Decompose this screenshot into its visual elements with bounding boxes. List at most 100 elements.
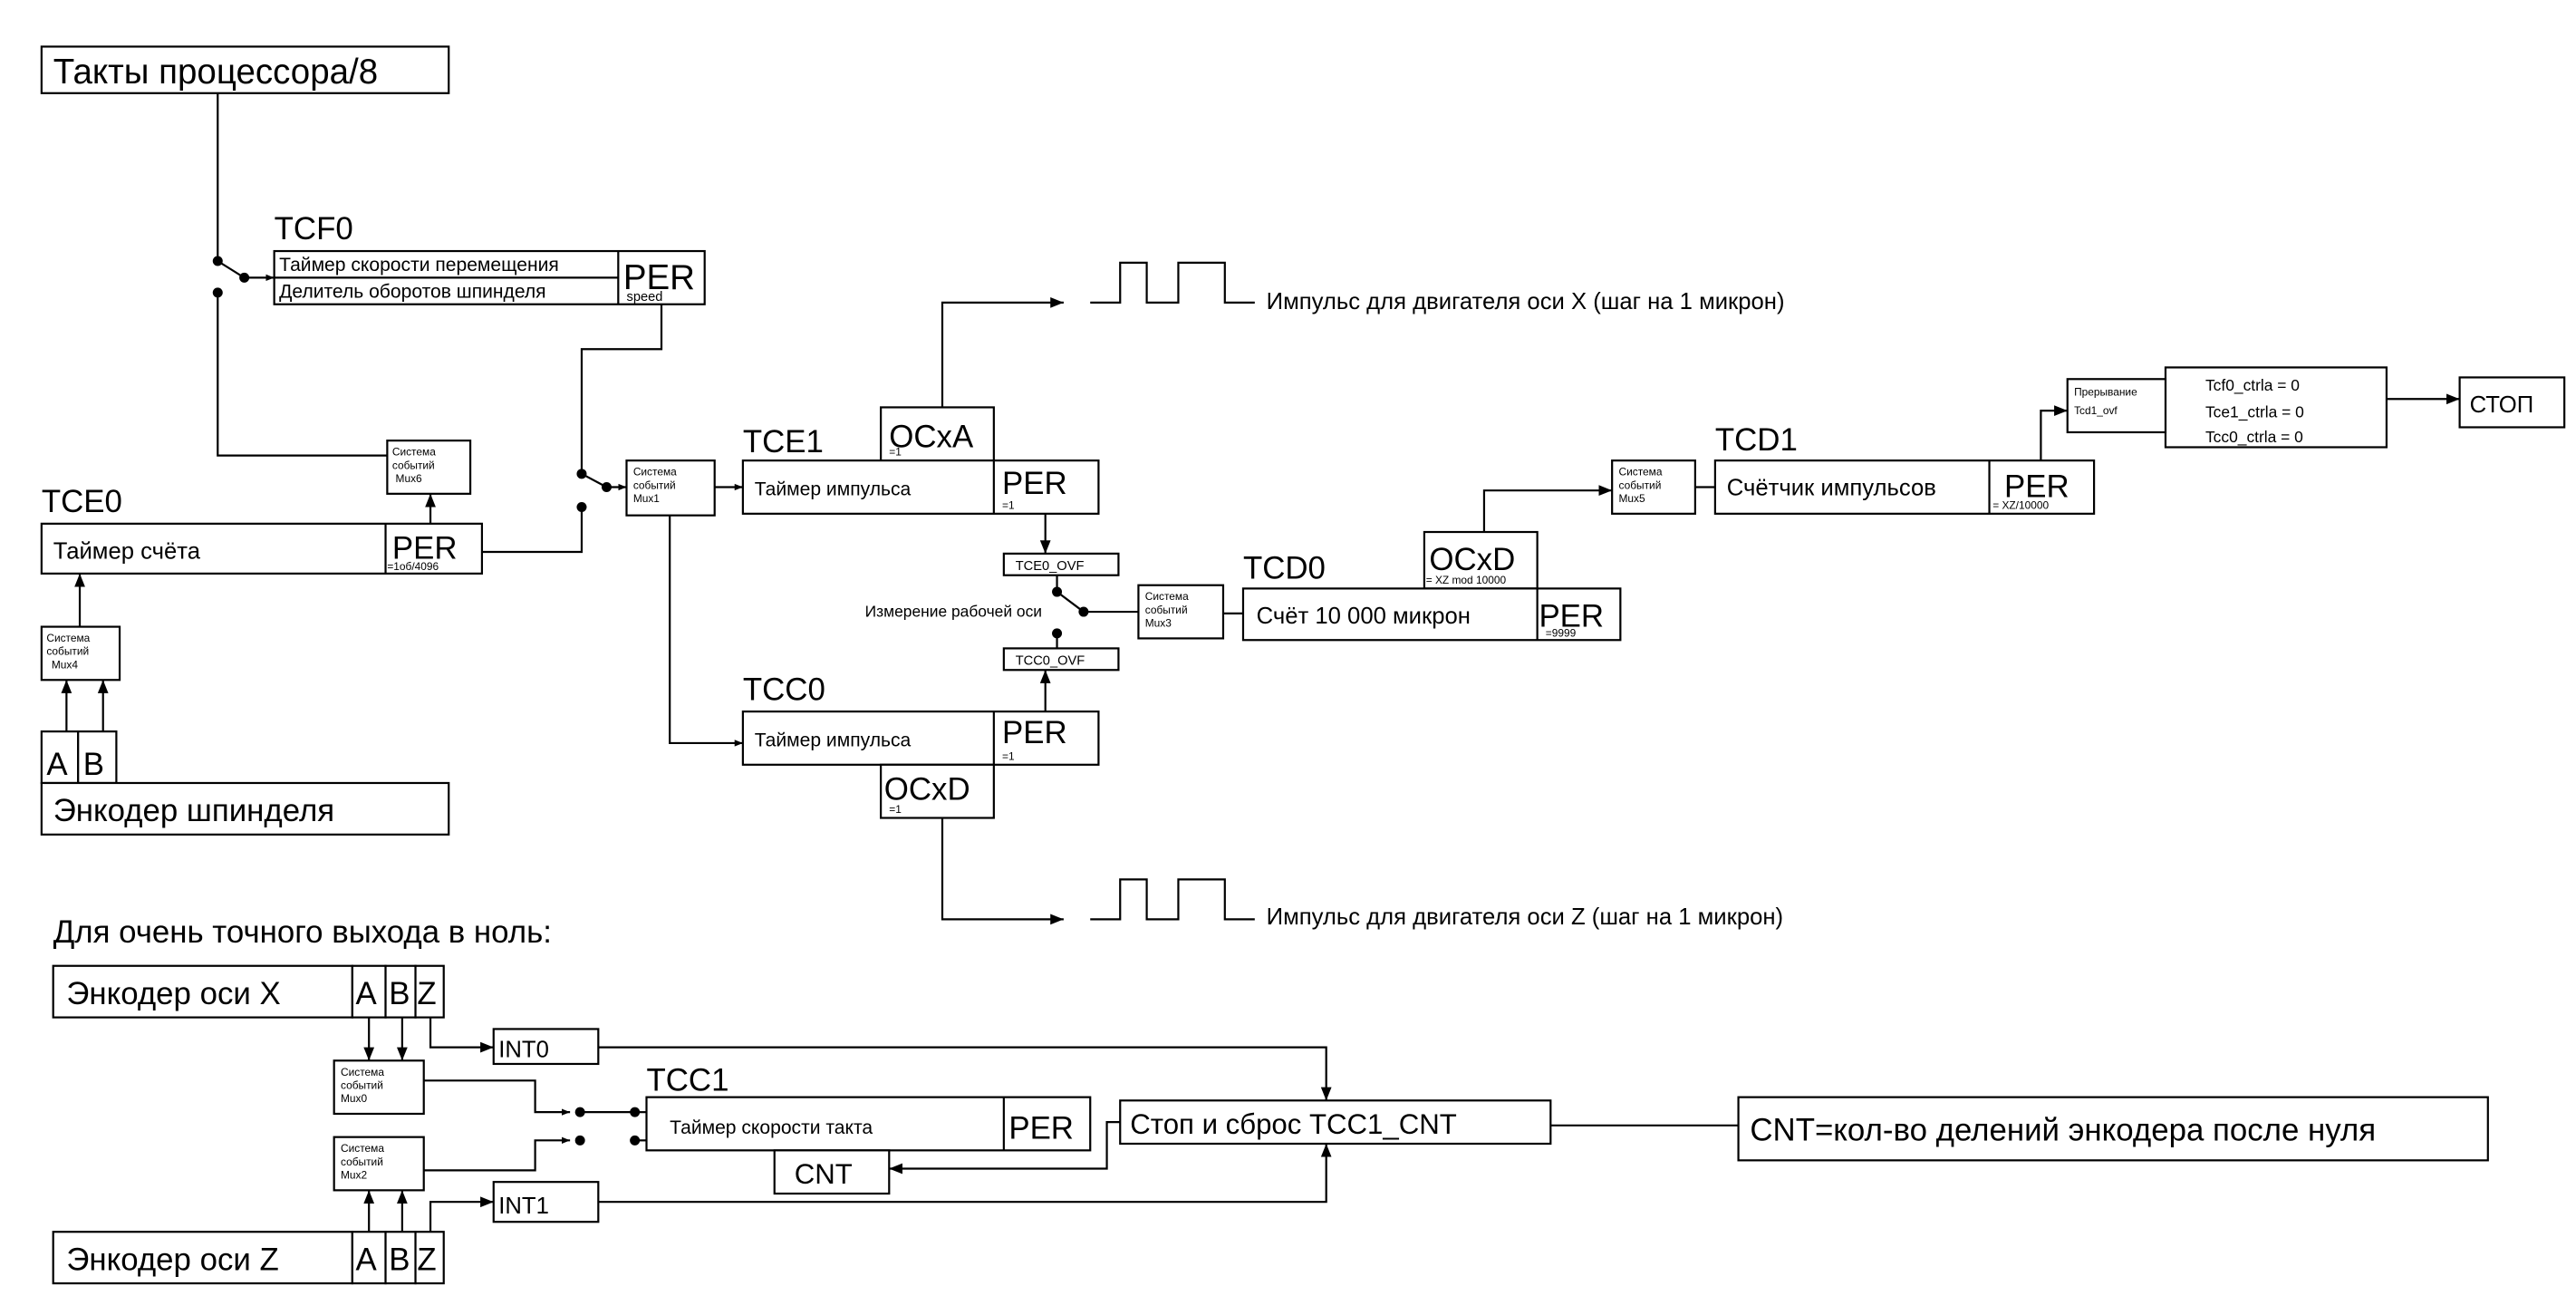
tce0-label: Таймер счёта: [53, 538, 201, 564]
tcd1-title: TCD1: [1715, 422, 1798, 458]
tce1-block: TCE1 OCxA =1 Таймер импульса PER =1: [741, 406, 1100, 515]
zero-section-heading: Для очень точного выхода в ноль:: [53, 914, 552, 950]
stop-block: СТОП: [2458, 376, 2566, 429]
pulse-x-label: Импульс для двигателя оси X (шаг на 1 ми…: [1267, 289, 1785, 314]
mux2-line3: Mux2: [341, 1169, 367, 1182]
tcc0-ovf-label: TCC0_OVF: [1016, 654, 1085, 669]
tce0-ovf-box: TCE0_OVF: [1002, 552, 1120, 576]
mux1-line2: событий: [633, 479, 676, 491]
mux1-line1: Система: [633, 466, 677, 479]
mux4-line3: Mux4: [52, 658, 78, 671]
encoder-x-label: Энкодер оси X: [66, 976, 280, 1011]
int1-label: INT1: [498, 1194, 549, 1219]
tcd1-per-value: = XZ/10000: [1992, 498, 2049, 511]
mux3-line1: Система: [1145, 590, 1189, 603]
tce1-oc-value: =1: [889, 446, 902, 459]
mux0-line2: событий: [341, 1078, 383, 1091]
result-block: CNT=кол-во делений энкодера после нуля: [1737, 1096, 2489, 1162]
tcc1-cnt-label: CNT: [795, 1158, 853, 1190]
tce1-label: Таймер импульса: [755, 479, 912, 500]
tcf0-per-value: speed: [626, 290, 662, 305]
mux2-line2: событий: [341, 1155, 383, 1168]
encoder-z-label: Энкодер оси Z: [66, 1242, 278, 1277]
tcd0-block: TCD0 OCxD = XZ mod 10000 Счёт 10 000 мик…: [1241, 530, 1622, 642]
encoder-z-channel-b: B: [389, 1242, 410, 1277]
encoder-z-channel-z: Z: [417, 1242, 436, 1277]
mux2-line1: Система: [341, 1142, 384, 1155]
switch-lever: [217, 260, 246, 279]
mux5-line1: Система: [1619, 466, 1663, 479]
mux5-line3: Mux5: [1619, 492, 1645, 505]
encoder-x-channel-b: B: [389, 976, 410, 1011]
tcc0-title: TCC0: [743, 672, 825, 707]
tcc1-block: TCC1 Таймер скорости такта PER CNT: [645, 1062, 1092, 1195]
encoder-z-channel-a: A: [356, 1242, 378, 1277]
tcd1-block: TCD1 Счётчик импульсов PER = XZ/10000: [1713, 422, 2096, 515]
interrupt-source: Tcd1_ovf: [2074, 404, 2118, 417]
interrupt-label: Прерывание: [2074, 386, 2137, 399]
tcf0-title: TCF0: [275, 211, 353, 247]
spindle-encoder-block: A B Энкодер шпинделя: [40, 730, 450, 836]
spindle-encoder-label: Энкодер шпинделя: [53, 793, 334, 828]
tcc0-oc-value: =1: [889, 803, 902, 816]
pulse-x-waveform-icon: [1090, 261, 1255, 305]
pulse-z-waveform-icon: [1090, 878, 1255, 921]
axis-measure-label: Измерение рабочей оси: [865, 603, 1042, 621]
tce0-title: TCE0: [42, 484, 122, 519]
tce1-title: TCE1: [743, 424, 824, 459]
tcf0-row-divider: Делитель оборотов шпинделя: [279, 281, 545, 302]
mux0-line3: Mux0: [341, 1092, 367, 1105]
tcd0-label: Счёт 10 000 микрон: [1257, 604, 1471, 629]
encoder-x-block: Энкодер оси X A B Z: [52, 964, 445, 1019]
action-tcf0: Tcf0_ctrla = 0: [2205, 376, 2300, 394]
event-system-mux6: Система событий Mux6: [386, 440, 472, 495]
tcf0-row-speed: Таймер скорости перемещения: [279, 255, 559, 276]
tcc0-block: TCC0 Таймер импульса PER =1 OCxD =1: [741, 672, 1100, 819]
clock-source-label: Такты процессора/8: [53, 53, 378, 92]
tcc0-ovf-box: TCC0_OVF: [1002, 647, 1120, 672]
encoder-z-block: Энкодер оси Z A B Z: [52, 1231, 445, 1285]
encoder-x-channel-z: Z: [417, 976, 436, 1011]
mux1-line3: Mux1: [633, 492, 660, 505]
tce1-oc-label: OCxA: [889, 419, 974, 454]
event-system-mux1: Система событий Mux1: [625, 459, 716, 517]
pulse-z-label: Импульс для двигателя оси Z (шаг на 1 ми…: [1267, 904, 1783, 930]
int0-label: INT0: [498, 1038, 549, 1063]
mux1-input-switch: [576, 469, 627, 513]
tcd0-oc-value: = XZ mod 10000: [1426, 574, 1507, 586]
tcd1-label: Счётчик импульсов: [1727, 476, 1936, 501]
tcf0-block: TCF0 Таймер скорости перемещения Делител…: [273, 211, 706, 305]
mux6-line2: событий: [392, 459, 435, 471]
tcc1-title: TCC1: [647, 1062, 729, 1097]
tcc1-per-label: PER: [1008, 1110, 1074, 1146]
action-tcc0: Tcc0_ctrla = 0: [2205, 428, 2303, 446]
tcc1-label: Таймер скорости такта: [670, 1117, 873, 1138]
mux3-line2: событий: [1145, 604, 1188, 616]
interrupt-actions-block: Tcf0_ctrla = 0 Tce1_ctrla = 0 Tcc0_ctrla…: [2066, 366, 2388, 449]
tce1-per-label: PER: [1002, 466, 1067, 501]
event-system-mux4: Система событий Mux4: [40, 625, 121, 682]
tcc1-input-switch: [574, 1107, 647, 1146]
tce0-per-label: PER: [392, 530, 458, 566]
mux4-line2: событий: [46, 645, 89, 658]
event-system-mux5: Система событий Mux5: [1611, 459, 1696, 515]
tce0-block: TCE0 Таймер счёта PER =1об/4096: [40, 484, 484, 575]
mux3-line3: Mux3: [1145, 617, 1172, 630]
tcc0-oc-label: OCxD: [884, 771, 970, 807]
mux4-line1: Система: [46, 632, 90, 644]
axis-measure-switch: [1052, 575, 1089, 649]
tcc0-per-value: =1: [1002, 749, 1015, 762]
mux6-line3: Mux6: [396, 472, 422, 485]
clock-wires: [212, 92, 388, 457]
tcd0-per-label: PER: [1539, 599, 1604, 634]
tce1-per-value: =1: [1002, 498, 1015, 511]
tcf0-per-label: PER: [623, 258, 695, 297]
stop-label: СТОП: [2470, 392, 2534, 418]
mux5-line2: событий: [1619, 479, 1662, 491]
result-label: CNT=кол-во делений энкодера после нуля: [1750, 1112, 2376, 1147]
int1-block: INT1: [492, 1181, 600, 1223]
stop-reset-label: Стоп и сброс TCC1_CNT: [1130, 1108, 1457, 1140]
tce0-per-value: =1об/4096: [387, 560, 439, 573]
spindle-channel-b: B: [83, 747, 104, 782]
